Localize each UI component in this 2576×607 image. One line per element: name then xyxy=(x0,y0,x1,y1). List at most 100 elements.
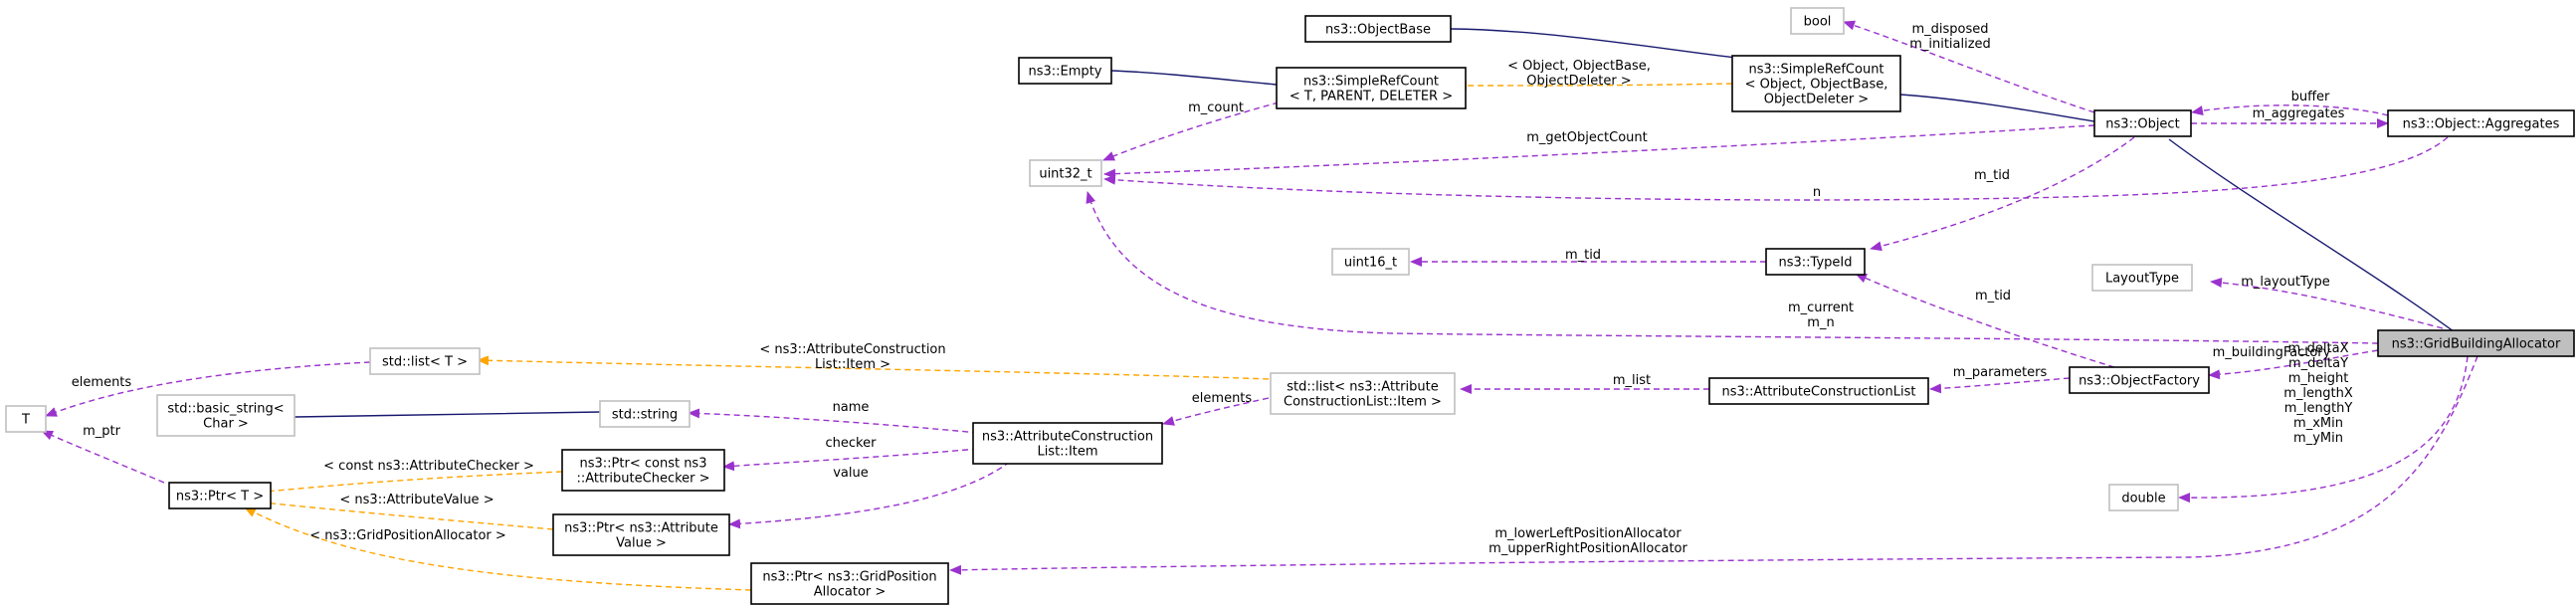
node-box xyxy=(561,449,725,492)
edge-line xyxy=(2191,104,2389,116)
edge-label: m_layoutType xyxy=(2241,275,2330,290)
node-label: std::string xyxy=(612,408,678,423)
edge-object-to-typeid: m_tid xyxy=(1870,136,2135,252)
node-t[interactable]: T xyxy=(5,405,47,433)
node-typeid[interactable]: ns3::TypeId xyxy=(1765,248,1866,276)
edge-label: m_current xyxy=(1788,301,1854,315)
node-label: ns3::ObjectBase xyxy=(1325,23,1431,38)
edge-label: n xyxy=(1813,185,1821,200)
edge-line xyxy=(1102,101,1280,161)
edge-label: m_ptr xyxy=(83,424,121,439)
node-box xyxy=(1304,15,1452,43)
edge-listitem-to-listt: elements xyxy=(1162,391,1270,426)
node-label: ns3::GridBuildingAllocator xyxy=(2392,337,2561,352)
edge-line xyxy=(477,355,1349,383)
edge-ptr-to-checker: < const ns3::AttributeChecker > xyxy=(244,459,563,498)
edge-label: < ns3::AttributeConstruction xyxy=(759,342,945,357)
node-simplerefcount-t[interactable]: ns3::SimpleRefCount< T, PARENT, DELETER … xyxy=(1276,67,1467,109)
node-bool[interactable]: bool xyxy=(1790,7,1845,35)
node-label: ns3::TypeId xyxy=(1779,256,1853,271)
node-box xyxy=(1018,57,1112,85)
node-double[interactable]: double xyxy=(2108,484,2179,511)
node-label: ns3::Object::Aggregates xyxy=(2403,117,2560,132)
edge-label: name xyxy=(833,400,870,415)
node-label: ns3::AttributeConstruction xyxy=(982,430,1153,445)
edge-label: m_upperRightPositionAllocator xyxy=(1488,541,1687,556)
node-ptr-t[interactable]: ns3::Ptr< T > xyxy=(168,482,272,509)
edge-checker-to-listitem: checker xyxy=(722,436,979,472)
node-object[interactable]: ns3::Object xyxy=(2093,109,2192,137)
node-box xyxy=(369,347,481,375)
node-label: ns3::AttributeConstructionList xyxy=(1722,385,1916,400)
edge-label: < const ns3::AttributeChecker > xyxy=(323,459,534,474)
edge-line xyxy=(1110,70,1278,86)
node-empty[interactable]: ns3::Empty xyxy=(1018,57,1112,85)
node-box xyxy=(2091,264,2193,292)
node-ptr-attributevalue[interactable]: ns3::Ptr< ns3::AttributeValue > xyxy=(552,513,730,556)
edge-line xyxy=(244,497,554,530)
node-objectbase[interactable]: ns3::ObjectBase xyxy=(1304,15,1452,43)
node-box xyxy=(599,400,691,428)
edge-line xyxy=(1450,28,1737,59)
edge-label: < ns3::GridPositionAllocator > xyxy=(309,528,506,543)
edge-label: m_tid xyxy=(1975,289,2011,304)
node-box xyxy=(1708,377,1929,405)
edge-label: < Object, ObjectBase, xyxy=(1507,59,1651,74)
node-stdlist-t[interactable]: std::list< T > xyxy=(369,347,481,375)
edge-string-to-listitem: name xyxy=(688,400,979,434)
edge-label: m_lengthX xyxy=(2283,386,2353,401)
node-box xyxy=(2069,366,2210,394)
edge-line xyxy=(1870,136,2135,252)
node-label: LayoutType xyxy=(2105,272,2179,287)
edge-label: m_getObjectCount xyxy=(1526,130,1647,145)
node-basic-string[interactable]: std::basic_string<Char > xyxy=(156,394,296,437)
edge-line xyxy=(294,411,601,418)
node-label: ConstructionList::Item > xyxy=(1284,395,1442,410)
node-label: ObjectDeleter > xyxy=(1764,93,1869,107)
node-label: bool xyxy=(1804,15,1832,30)
node-stdlist-item[interactable]: std::list< ns3::AttributeConstructionLis… xyxy=(1270,372,1456,415)
edge-label: elements xyxy=(1192,391,1253,406)
node-label: Value > xyxy=(616,536,667,551)
edge-label: m_yMin xyxy=(2293,431,2343,446)
node-label: uint32_t xyxy=(1039,167,1091,182)
edge-line xyxy=(1162,397,1270,426)
edge-uint16-to-typeid: m_tid xyxy=(1410,248,1766,267)
node-simplerefcount-obj[interactable]: ns3::SimpleRefCount< Object, ObjectBase,… xyxy=(1731,55,1901,112)
node-layouttype[interactable]: LayoutType xyxy=(2091,264,2193,292)
node-box xyxy=(2093,109,2192,137)
node-ptr-attributechecker[interactable]: ns3::Ptr< const ns3::AttributeChecker > xyxy=(561,449,725,492)
edge-label: m_tid xyxy=(1565,248,1601,263)
node-label: ns3::Ptr< T > xyxy=(176,490,264,505)
edge-aggregates-to-uint32: n xyxy=(1103,136,2449,201)
node-gridbuildingallocator[interactable]: ns3::GridBuildingAllocator xyxy=(2377,329,2575,357)
node-box xyxy=(1731,55,1901,112)
edge-ptr-to-gridpositionallocator: < ns3::GridPositionAllocator > xyxy=(244,506,752,591)
edge-layouttype-to-gridbuildingallocator: m_layoutType xyxy=(2210,275,2444,329)
node-objectfactory[interactable]: ns3::ObjectFactory xyxy=(2069,366,2210,394)
node-label: Allocator > xyxy=(814,585,887,600)
node-uint16[interactable]: uint16_t xyxy=(1331,248,1410,276)
node-box xyxy=(156,394,296,437)
node-box xyxy=(2108,484,2179,511)
edge-label: m_height xyxy=(2288,371,2349,386)
node-box xyxy=(1029,159,1102,187)
node-label: ::AttributeChecker > xyxy=(576,472,709,487)
edge-gridpositionallocator-to-gridbuildingallocator: m_lowerLeftPositionAllocatorm_upperRight… xyxy=(949,355,2478,575)
node-label: std::list< T > xyxy=(382,355,468,370)
node-aggregates[interactable]: ns3::Object::Aggregates xyxy=(2387,109,2575,137)
node-box xyxy=(1276,67,1467,109)
edge-line xyxy=(1086,191,2379,344)
node-label: double xyxy=(2121,492,2165,506)
edge-aggregates-to-object: buffer xyxy=(2191,90,2389,116)
node-label: ns3::SimpleRefCount xyxy=(1303,75,1439,90)
edge-label: m_lengthY xyxy=(2284,401,2353,416)
node-attributeconstruction-item[interactable]: ns3::AttributeConstructionList::Item xyxy=(972,422,1163,465)
node-attributeconstructionlist[interactable]: ns3::AttributeConstructionList xyxy=(1708,377,1929,405)
node-stdstring[interactable]: std::string xyxy=(599,400,691,428)
edge-label: buffer xyxy=(2291,90,2330,104)
node-label: ns3::Ptr< ns3::GridPosition xyxy=(762,570,936,585)
node-ptr-gridpositionallocator[interactable]: ns3::Ptr< ns3::GridPositionAllocator > xyxy=(750,562,949,605)
node-uint32[interactable]: uint32_t xyxy=(1029,159,1102,187)
